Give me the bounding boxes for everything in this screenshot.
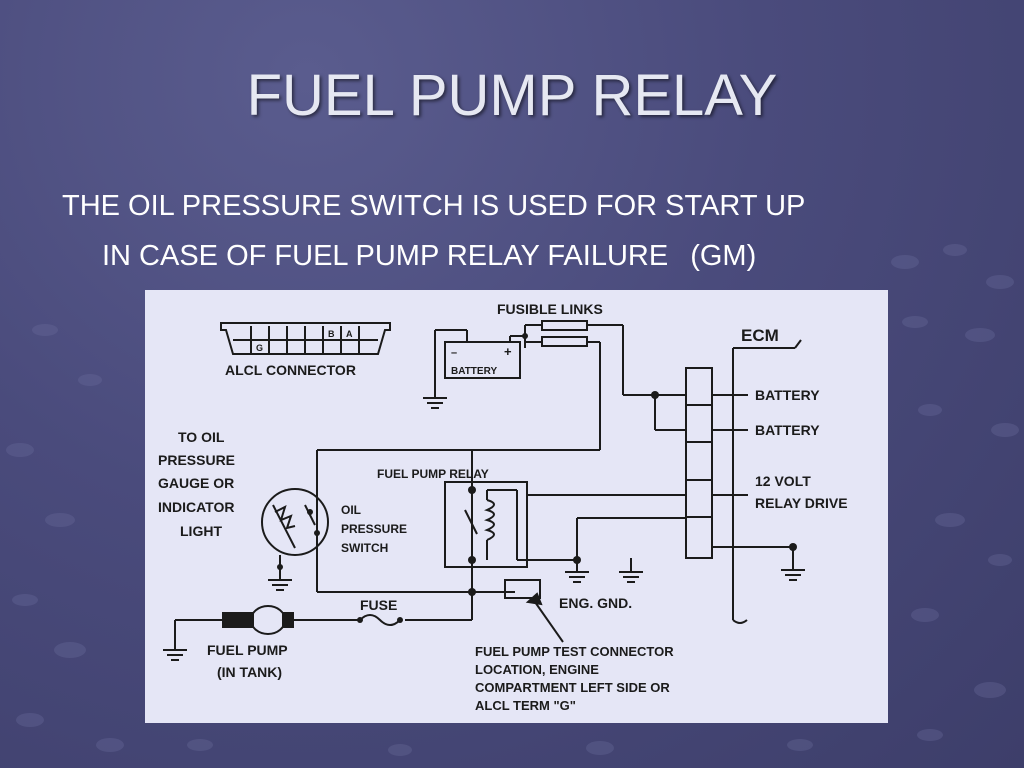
- body-text-line-2-main: IN CASE OF FUEL PUMP RELAY FAILURE: [102, 240, 669, 272]
- fusible-link-1: [541, 320, 588, 331]
- label-ecm-battery-2: BATTERY: [755, 422, 820, 438]
- wiring-diagram: FUSIBLE LINKS ECM ALCL CONNECTOR B A G –…: [145, 290, 888, 723]
- label-test-connector-2: LOCATION, ENGINE: [475, 662, 599, 677]
- label-ecm: ECM: [741, 326, 779, 345]
- fuel-pump-symbol: [250, 605, 286, 635]
- fusible-link-2: [541, 336, 588, 347]
- label-fuel-pump-relay: FUEL PUMP RELAY: [377, 467, 489, 481]
- fuel-pump-relay-box: [444, 481, 528, 568]
- wiring-diagram-svg: FUSIBLE LINKS ECM ALCL CONNECTOR B A G –…: [158, 301, 848, 713]
- body-text-line-2: IN CASE OF FUEL PUMP RELAY FAILURE (GM): [102, 240, 756, 273]
- oil-pressure-switch-symbol: [261, 488, 329, 556]
- slide-title: FUEL PUMP RELAY: [246, 63, 778, 128]
- label-oil-switch-1: OIL: [341, 503, 361, 517]
- alcl-connector-shape: [220, 322, 391, 355]
- label-oil-gauge-5: LIGHT: [180, 523, 222, 539]
- label-oil-switch-3: SWITCH: [341, 541, 388, 555]
- label-test-connector-3: COMPARTMENT LEFT SIDE OR: [475, 680, 670, 695]
- fuel-pump-test-connector: [504, 579, 541, 599]
- ecm-connector: [685, 367, 713, 559]
- label-fuel-pump-1: FUEL PUMP: [207, 642, 288, 658]
- label-fusible-links: FUSIBLE LINKS: [497, 301, 603, 317]
- label-oil-gauge-4: INDICATOR: [158, 499, 234, 515]
- label-connector-pin-b: B: [328, 329, 335, 339]
- label-alcl-connector: ALCL CONNECTOR: [225, 362, 356, 378]
- label-oil-gauge-3: GAUGE OR: [158, 475, 234, 491]
- label-fuel-pump-2: (IN TANK): [217, 664, 282, 680]
- label-relay-drive-1: 12 VOLT: [755, 473, 811, 489]
- label-oil-gauge-1: TO OIL: [178, 429, 225, 445]
- label-battery-plus: +: [504, 344, 512, 359]
- body-text-line-2-suffix: (GM): [690, 240, 757, 272]
- label-eng-gnd: ENG. GND.: [559, 595, 632, 611]
- label-battery-symbol: BATTERY: [451, 366, 497, 377]
- label-fuse: FUSE: [360, 597, 397, 613]
- label-test-connector-4: ALCL TERM "G": [475, 698, 576, 713]
- label-oil-gauge-2: PRESSURE: [158, 452, 235, 468]
- label-oil-switch-2: PRESSURE: [341, 522, 407, 536]
- label-connector-pin-g: G: [256, 343, 263, 353]
- label-ecm-battery-1: BATTERY: [755, 387, 820, 403]
- fuse-symbol: [359, 614, 401, 626]
- label-relay-drive-2: RELAY DRIVE: [755, 495, 848, 511]
- label-connector-pin-a: A: [346, 329, 353, 339]
- label-battery-minus: –: [451, 347, 457, 359]
- body-text-line-1: THE OIL PRESSURE SWITCH IS USED FOR STAR…: [62, 190, 806, 222]
- label-test-connector-1: FUEL PUMP TEST CONNECTOR: [475, 644, 674, 659]
- battery-symbol: [444, 341, 521, 379]
